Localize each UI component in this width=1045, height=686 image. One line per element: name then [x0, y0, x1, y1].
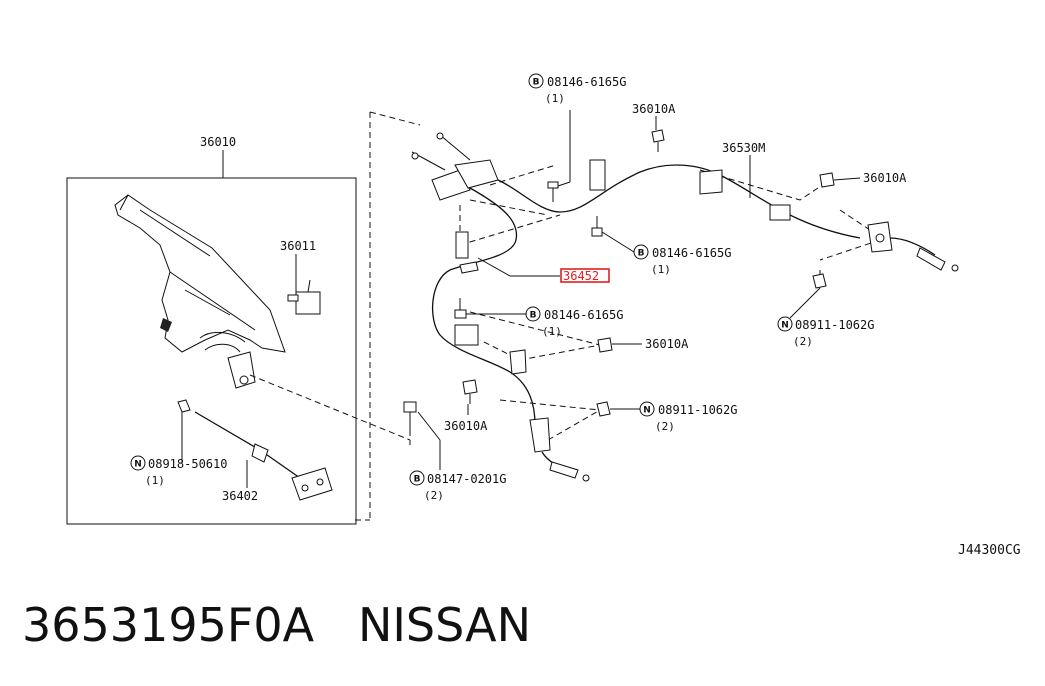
label-08146-6165G-top[interactable]: 08146-6165G — [547, 75, 626, 89]
bolt-symbol-icon — [633, 244, 649, 260]
qty-08911-1062G-right: (2) — [793, 335, 813, 348]
svg-text:B: B — [533, 78, 540, 88]
nut-symbol-icon — [639, 401, 655, 417]
nut-symbol-icon — [777, 316, 793, 332]
label-36010A-mid[interactable]: 36010A — [645, 337, 689, 351]
label-36530M[interactable]: 36530M — [722, 141, 765, 155]
svg-text:N: N — [134, 460, 142, 470]
bolt-part-low[interactable] — [454, 298, 467, 319]
svg-text:N: N — [643, 406, 651, 416]
brake-switch-36011[interactable] — [287, 279, 321, 315]
nut-symbol-icon — [130, 455, 146, 471]
label-36402[interactable]: 36402 — [222, 489, 258, 503]
label-08911-1062G-right[interactable]: 08911-1062G — [795, 318, 874, 332]
label-36010A-right[interactable]: 36010A — [863, 171, 907, 185]
label-08147-0201G[interactable]: 08147-0201G — [427, 472, 506, 486]
qty-08918-50610: (1) — [145, 474, 165, 487]
highlight-box — [560, 268, 610, 283]
svg-text:B: B — [414, 475, 421, 485]
parking-brake-lever[interactable] — [114, 194, 286, 389]
footer-part-number: 3653195F0A NISSAN — [22, 598, 531, 652]
label-36010[interactable]: 36010 — [200, 135, 236, 149]
clip-36010A-right[interactable] — [819, 172, 835, 188]
label-08146-6165G-low[interactable]: 08146-6165G — [544, 308, 623, 322]
brand-name: NISSAN — [357, 598, 532, 652]
label-36010A-top[interactable]: 36010A — [632, 102, 676, 116]
qty-08911-1062G-low: (2) — [655, 420, 675, 433]
nut-part-right[interactable] — [812, 273, 827, 289]
clip-36010A-mid[interactable] — [597, 337, 613, 353]
part-number: 3653195F0A — [22, 598, 315, 652]
bolt-part-top[interactable] — [547, 181, 559, 202]
bolt-symbol-icon — [525, 306, 541, 322]
diagram-code: J44300CG — [958, 543, 1021, 558]
qty-08146-6165G-mid: (1) — [651, 263, 671, 276]
label-08911-1062G-low[interactable]: 08911-1062G — [658, 403, 737, 417]
svg-text:B: B — [530, 311, 537, 321]
rear-cable-36452[interactable] — [411, 132, 590, 482]
bolt-part-mid[interactable] — [591, 216, 603, 237]
clip-36010A-low[interactable] — [462, 379, 478, 404]
bolt-symbol-icon — [409, 470, 425, 486]
label-36011[interactable]: 36011 — [280, 239, 316, 253]
bolt-part-08147[interactable] — [403, 401, 417, 432]
qty-08147-0201G: (2) — [424, 489, 444, 502]
lever-assembly-frame — [66, 177, 357, 525]
nut-part-low[interactable] — [596, 401, 611, 417]
qty-08146-6165G-low: (1) — [542, 325, 562, 338]
bolt-symbol-icon — [528, 73, 544, 89]
qty-08146-6165G-top: (1) — [545, 92, 565, 105]
rear-cable-36530M[interactable] — [497, 159, 959, 272]
svg-text:N: N — [781, 321, 789, 331]
clip-36010A-top[interactable] — [651, 129, 665, 152]
label-08918-50610[interactable]: 08918-50610 — [148, 457, 227, 471]
label-08146-6165G-mid[interactable]: 08146-6165G — [652, 246, 731, 260]
svg-text:B: B — [638, 249, 645, 259]
front-cable-36402[interactable] — [177, 399, 333, 501]
label-36010A-low[interactable]: 36010A — [444, 419, 488, 433]
label-36452[interactable]: 36452 — [563, 269, 599, 283]
